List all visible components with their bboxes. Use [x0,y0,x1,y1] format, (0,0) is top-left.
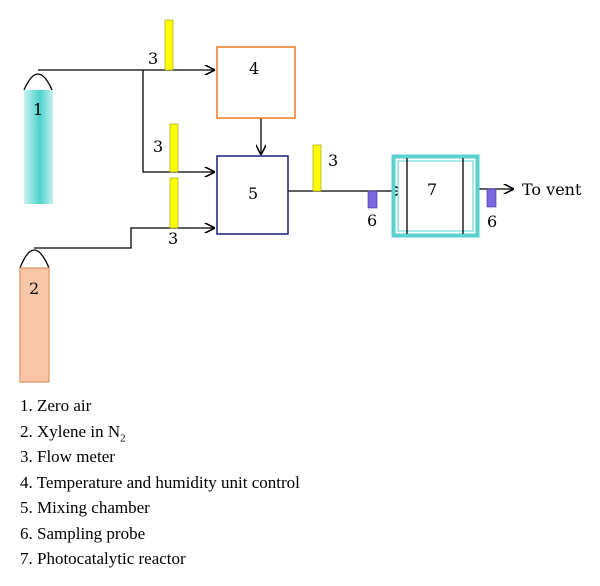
flow-meter-middle-label: 3 [153,137,163,156]
legend-number: 5. [20,498,33,517]
legend-number: 3. [20,447,33,466]
legend-item: 1. Zero air [20,393,300,419]
cylinder-2-label: 2 [29,279,39,298]
box-5 [216,155,289,235]
legend-number: 7. [20,549,33,568]
vent-label: To vent [522,180,582,199]
legend-text: Sampling probe [37,523,146,543]
legend-text: Temperature and humidity unit control [36,472,300,492]
legend-text: Photocatalytic reactor [37,549,186,568]
flow-meter-top [164,19,174,71]
sampling-probe-outlet [486,188,497,208]
sampling-probe-inlet [367,190,378,209]
flow-meter-outlet-label: 3 [328,151,338,170]
temperature-humidity-unit: 4 [216,46,296,119]
line-cyl2-to-box5 [34,228,214,249]
box-5-label: 5 [248,184,258,203]
legend-item: 5. Mixing chamber [20,495,300,521]
legend-text: Mixing chamber [37,498,150,517]
legend-number: 2. [20,421,33,441]
reactor-outer-frame [391,154,480,238]
cylinder-1-cap [23,73,53,91]
cylinder-2-body [19,267,50,383]
legend: 1. Zero air 2. Xylene in N2 3. Flow mete… [20,393,300,572]
flow-meter-lower [169,177,179,229]
sampling-probe-outlet-label: 6 [487,212,497,231]
legend-item: 7. Photocatalytic reactor [20,546,300,572]
legend-item: 2. Xylene in N2 [20,419,300,445]
sampling-probe-inlet-label: 6 [367,211,377,230]
legend-text: Zero air [37,396,92,415]
flow-meter-outlet [312,144,322,192]
legend-number: 4. [20,472,33,492]
cylinder-2-cap [19,249,50,269]
cylinder-1-label: 1 [33,100,43,119]
photocatalytic-reactor: 7 [391,154,480,238]
sampling-probes: 6 6 [367,188,497,231]
legend-number: 1. [20,396,33,415]
mixing-chamber: 5 [216,155,289,235]
legend-subscript: 2 [120,431,126,444]
legend-item: 6. Sampling probe [20,521,300,547]
legend-text: Flow meter [37,447,115,466]
reactor-label: 7 [427,180,437,199]
flow-meter-lower-label: 3 [168,229,178,248]
cylinder-1-body [24,90,53,204]
legend-item: 4. Temperature and humidity unit control [20,470,300,496]
cylinder-zero-air: 1 [23,73,53,204]
line-split-to-box5 [142,70,214,172]
legend-text: Xylene in N [37,421,121,441]
cylinder-xylene: 2 [19,249,50,383]
flow-meters: 3 3 3 3 [148,19,338,248]
reactor-inner-frame [397,160,474,232]
flow-meter-middle [169,123,179,173]
box-4 [216,46,296,119]
flow-meter-top-label: 3 [148,49,158,68]
legend-item: 3. Flow meter [20,444,300,470]
legend-number: 6. [20,523,33,543]
box-4-label: 4 [249,59,259,78]
